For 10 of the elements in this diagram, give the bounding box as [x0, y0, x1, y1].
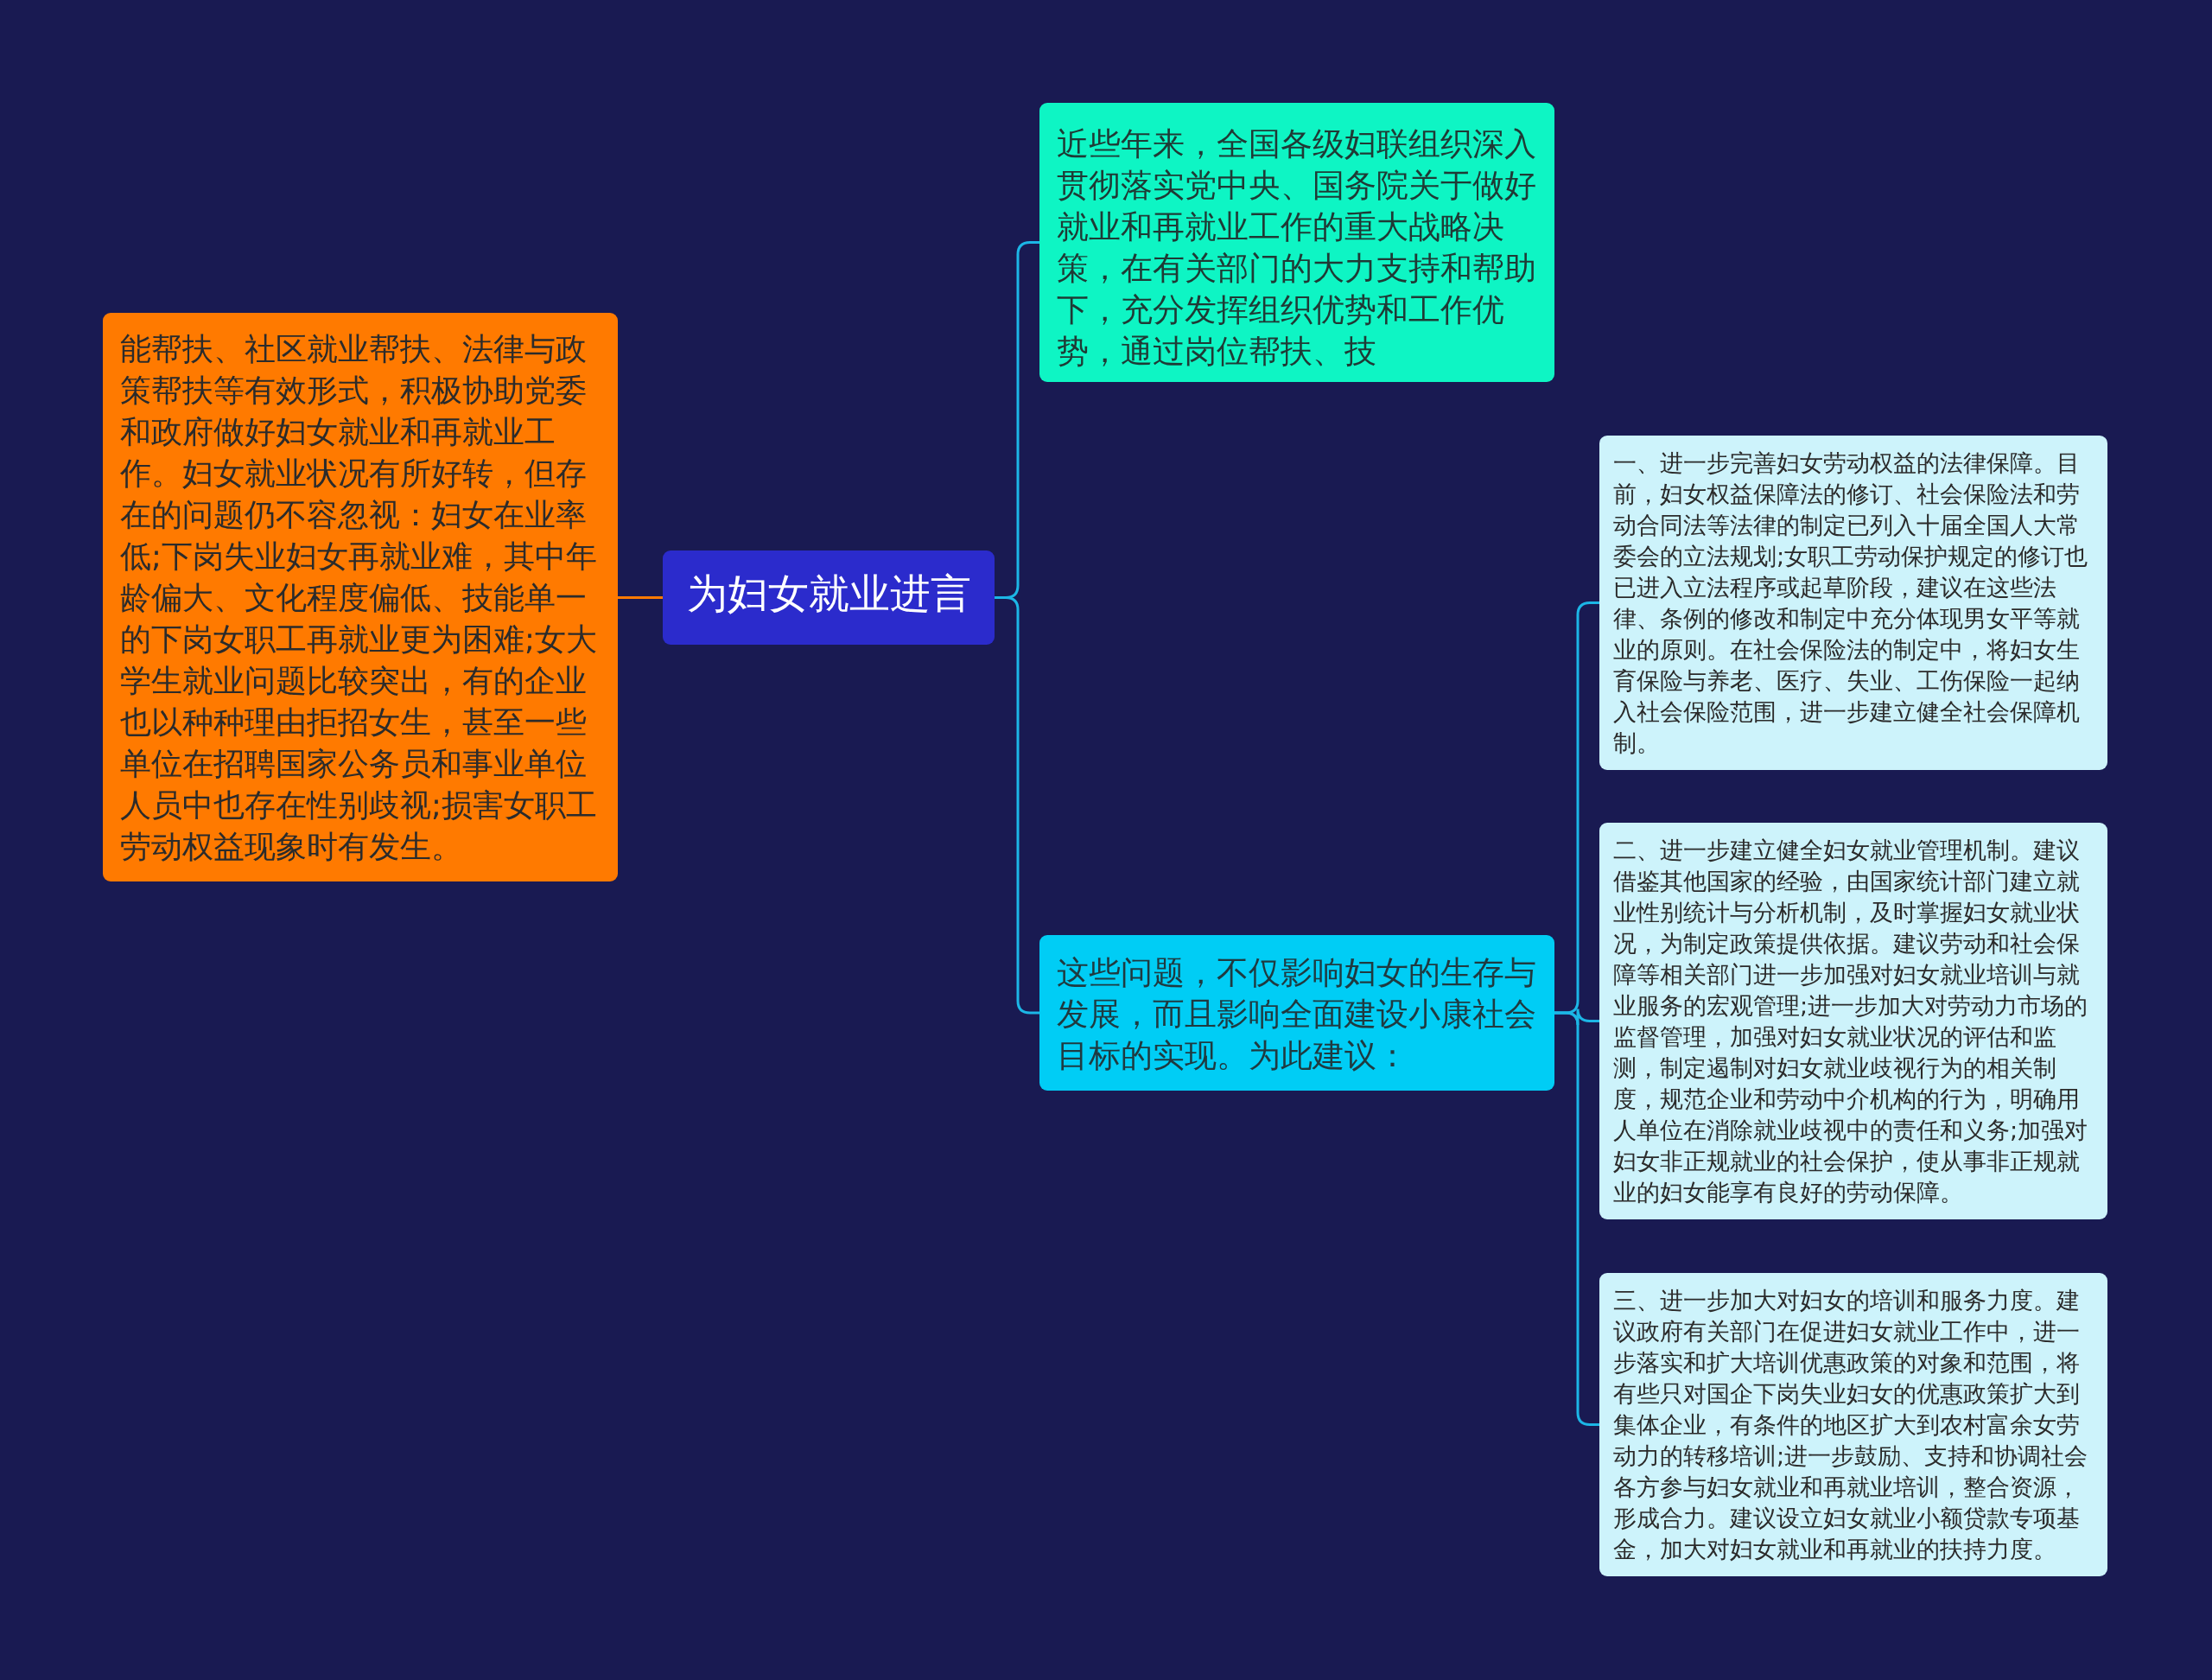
- central-topic-box: 为妇女就业进言: [663, 550, 995, 645]
- topic-box: 这些问题，不仅影响妇女的生存与发展，而且影响全面建设小康社会目标的实现。为此建议：: [1039, 935, 1554, 1091]
- subtopic-box: 三、进一步加大对妇女的培训和服务力度。建议政府有关部门在促进妇女就业工作中，进一步落实和扩大培训优惠政策的对象和范围，将有些只对国企下岗失业妇女的优惠政策扩大到集体企业，有条件的地区扩大到农村富余女劳动力的转移培训;进一步鼓励、支持和协调社会各方参与妇女就业和再就业培训，整合资源，形成合力。建议设立妇女就业小额贷款专项基金，加大对妇女就业和再就业的扶持力度。: [1599, 1273, 2107, 1576]
- connector-line: [1554, 1011, 1599, 1426]
- subtopic-box: 一、进一步完善妇女劳动权益的法律保障。目前，妇女权益保障法的修订、社会保险法和劳动合同法等法律的制定已列入十届全国人大常委会的立法规划;女职工劳动保护规定的修订也已进入立法程序或起草阶段，建议在这些法律、条例的修改和制定中充分体现男女平等就业的原则。在社会保险法的制定中，将妇女生育保险与养老、医疗、失业、工伤保险一起纳入社会保险范围，进一步建立健全社会保障机制。: [1599, 436, 2107, 770]
- subtopic-box: 二、进一步建立健全妇女就业管理机制。建议借鉴其他国家的经验，由国家统计部门建立就业性别统计与分析机制，及时掌握妇女就业状况，为制定政策提供依据。建议劳动和社会保障等相关部门进一步加强对妇女就业培训与就业服务的宏观管理;进一步加大对劳动力市场的监督管理，加强对妇女就业状况的评估和监测，制定遏制对妇女就业歧视行为的相关制度，规范企业和劳动中介机构的行为，明确用人单位在消除就业歧视中的责任和义务;加强对妇女非正规就业的社会保护，使从事非正规就业的妇女能享有良好的劳动保障。: [1599, 823, 2107, 1219]
- connector-line: [618, 596, 663, 599]
- topic-box: 能帮扶、社区就业帮扶、法律与政策帮扶等有效形式，积极协助党委和政府做好妇女就业和再就业工作。妇女就业状况有所好转，但存在的问题仍不容忽视：妇女在业率低;下岗失业妇女再就业难，其中年龄偏大、文化程度偏低、技能单一的下岗女职工再就业更为困难;女大学生就业问题比较突出，有的企业也以种种理由拒招女生，甚至一些单位在招聘国家公务员和事业单位人员中也存在性别歧视;损害女职工劳动权益现象时有发生。: [103, 313, 618, 881]
- topic-box: 近些年来，全国各级妇联组织深入贯彻落实党中央、国务院关于做好就业和再就业工作的重大战略决策，在有关部门的大力支持和帮助下，充分发挥组织优势和工作优势，通过岗位帮扶、技: [1039, 103, 1554, 382]
- connector-line: [995, 596, 1039, 1015]
